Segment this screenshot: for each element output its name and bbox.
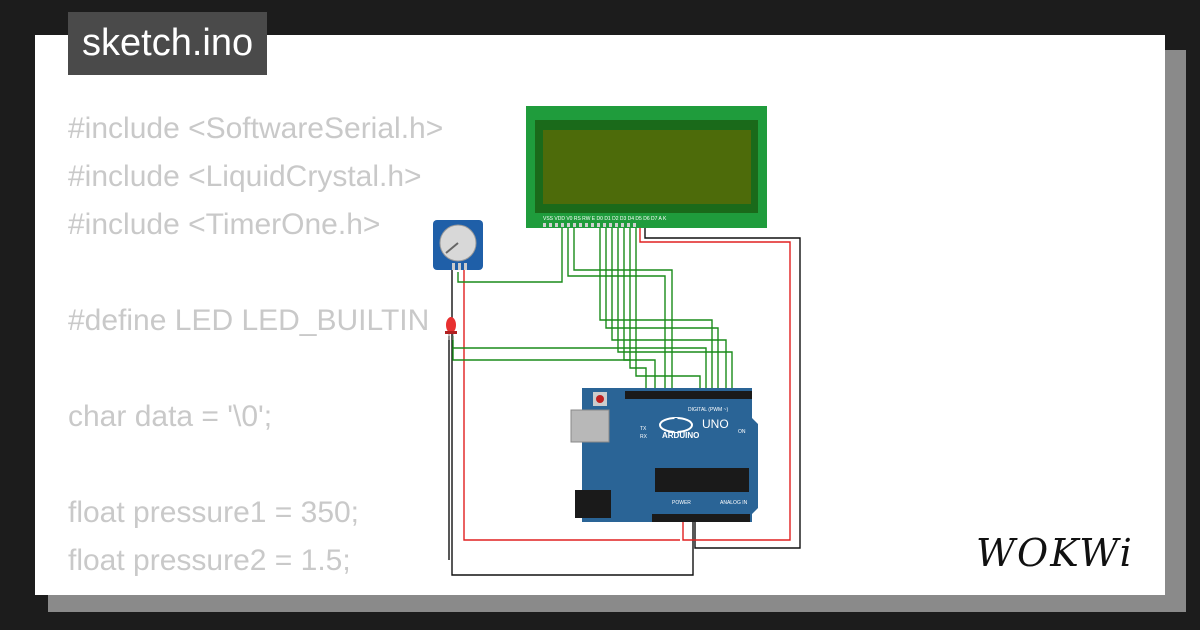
- arduino-model: UNO: [702, 417, 729, 431]
- code-line: #include <SoftwareSerial.h>: [68, 112, 444, 145]
- wokwi-logo-text: WOKWi: [976, 531, 1134, 574]
- preview-card: #include <SoftwareSerial.h> #include <Li…: [35, 35, 1165, 595]
- red-led: [445, 317, 457, 340]
- arduino-brand: ARDUINO: [662, 431, 699, 440]
- reset-button: [596, 395, 604, 403]
- code-line: #define LED LED_BUILTIN: [68, 304, 430, 337]
- black-wires: [448, 222, 801, 576]
- power-jack: [575, 490, 611, 518]
- code-line: float pressure1 = 350;: [68, 496, 360, 529]
- power-label: POWER: [672, 500, 691, 506]
- atmega-chip: [655, 468, 749, 492]
- lcd-screen: [543, 130, 751, 204]
- code-line: char data = '\0';: [68, 400, 273, 433]
- code-preview: #include <SoftwareSerial.h> #include <Li…: [68, 105, 443, 595]
- wokwi-logo: WOKWi: [976, 531, 1134, 574]
- tx-label: TX: [640, 426, 647, 432]
- lcd-display: VSS VDD V0 RS RW E D0 D1 D2 D3 D4 D5 D6 …: [526, 106, 767, 228]
- lcd-pins: [543, 223, 636, 227]
- code-line: #include <TimerOne.h>: [68, 208, 381, 241]
- usb-port: [570, 409, 610, 443]
- digital-label: DIGITAL (PWM ~): [688, 407, 728, 413]
- led-body: [446, 317, 456, 333]
- potentiometer: [433, 220, 483, 270]
- power-analog-header: [652, 514, 750, 522]
- rx-label: RX: [640, 434, 648, 440]
- code-line: #include <LiquidCrystal.h>: [68, 160, 422, 193]
- arduino-uno: DIGITAL (PWM ~) ARDUINO UNO TX RX ON POW…: [570, 388, 758, 522]
- lcd-pin-labels: VSS VDD V0 RS RW E D0 D1 D2 D3 D4 D5 D6 …: [543, 216, 667, 222]
- circuit-diagram: VSS VDD V0 RS RW E D0 D1 D2 D3 D4 D5 D6 …: [433, 106, 801, 576]
- code-line: = 20: [68, 585, 443, 595]
- analog-label: ANALOG IN: [720, 500, 748, 506]
- potentiometer-indicator: [445, 242, 459, 254]
- digital-header: [625, 391, 752, 399]
- on-label: ON: [738, 429, 746, 435]
- green-wires: [452, 222, 733, 392]
- code-line: float pressure2 = 1.5;: [68, 544, 351, 577]
- page-title: sketch.ino: [68, 12, 268, 75]
